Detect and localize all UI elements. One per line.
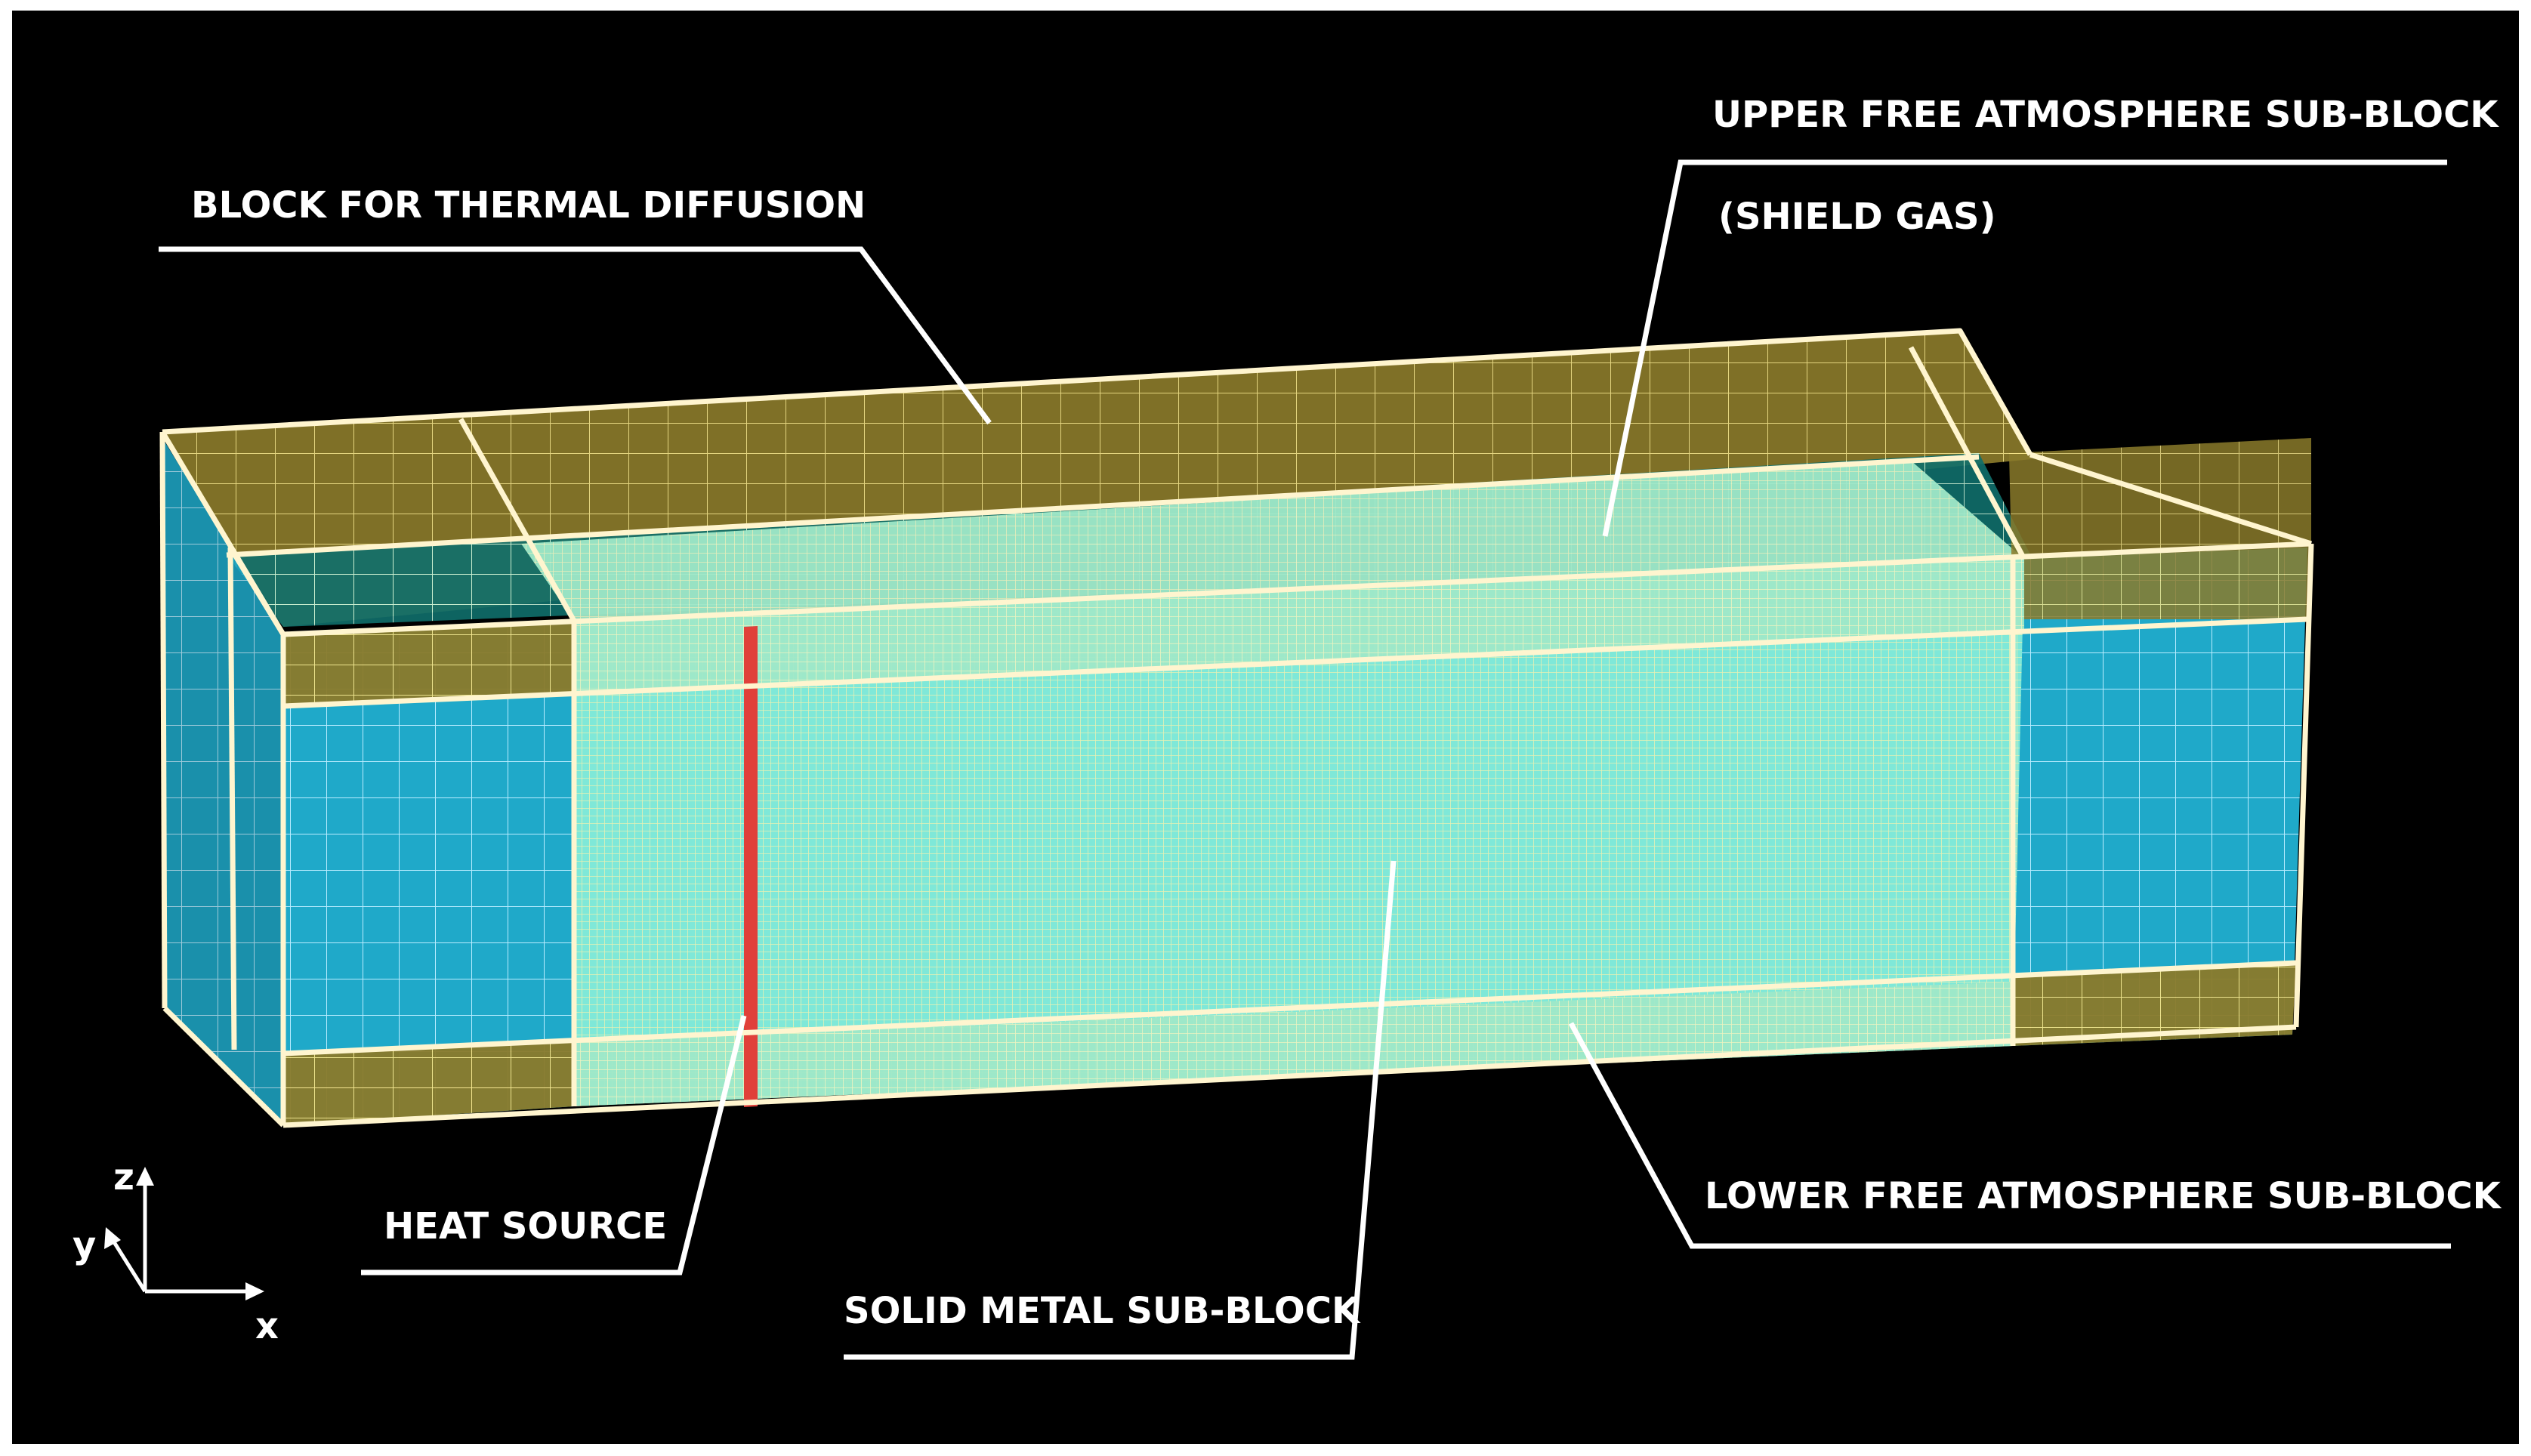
right-end-upper-gold (2009, 438, 2311, 619)
label-thermal-block: BLOCK FOR THERMAL DIFFUSION (191, 184, 866, 227)
label-lower-atmosphere: LOWER FREE ATMOSPHERE SUB-BLOCK (1705, 1175, 2502, 1217)
axes-triad (104, 1167, 264, 1300)
z-axis-label: z (113, 1156, 134, 1198)
central-top-fine-mesh (521, 461, 2024, 621)
leader-lower-atmosphere (1568, 1022, 2451, 1249)
leader-thermal-block (159, 246, 992, 425)
label-solid-metal: SOLID METAL SUB-BLOCK (844, 1290, 1361, 1332)
left-end-lower-gold (283, 1042, 574, 1125)
right-end-block-face (2013, 548, 2307, 1046)
label-heat-source: HEAT SOURCE (384, 1205, 667, 1248)
block-frame (159, 328, 2314, 1128)
leader-solid-metal (844, 860, 1397, 1360)
label-shield-gas: (SHIELD GAS) (1718, 196, 1996, 238)
y-axis-label: y (73, 1224, 96, 1266)
solid-metal-face (574, 559, 2024, 1106)
label-upper-atmosphere: UPPER FREE ATMOSPHERE SUB-BLOCK (1712, 94, 2499, 136)
heat-source-strip (744, 626, 758, 1107)
left-end-block-face (283, 623, 574, 1125)
upper-gas-front-strip (574, 559, 2024, 695)
left-end-block-side (162, 438, 283, 1125)
leader-lines (159, 159, 2451, 1360)
domain-block (159, 328, 2314, 1128)
x-axis-arrowhead (245, 1282, 264, 1300)
leader-upper-atmosphere (1602, 159, 2447, 537)
x-axis-label: x (255, 1305, 279, 1347)
right-end-lower-gold (2013, 963, 2296, 1046)
lower-gas-front-strip (574, 982, 2013, 1106)
left-end-upper-gold (283, 623, 574, 706)
y-axis-line (110, 1237, 147, 1293)
leader-heat-source (361, 1015, 747, 1276)
y-axis-arrowhead (104, 1227, 121, 1249)
z-axis-arrowhead (136, 1167, 154, 1186)
